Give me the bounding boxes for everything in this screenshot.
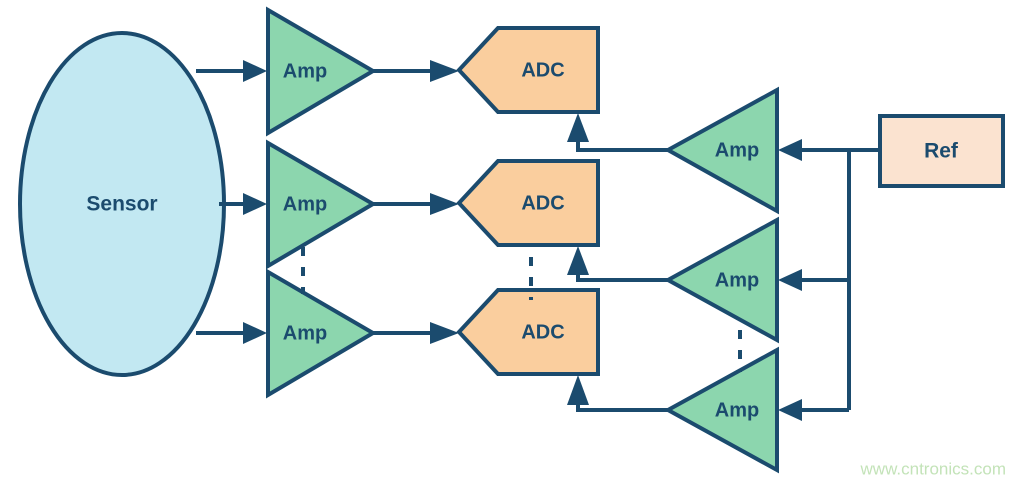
adc-label: ADC [521,321,564,343]
input-amp-triangle[interactable] [266,268,377,399]
sensor-to-amp-wires [196,60,267,344]
ref-amp-label: Amp [715,269,759,291]
input-amp-label: Amp [283,60,327,82]
input-amp-label: Amp [283,322,327,344]
wire-amp-adc-2 [371,193,459,215]
adc-3[interactable]: ADC [456,288,600,376]
sensor-label: Sensor [86,193,157,216]
adc-pentagon[interactable] [456,288,600,376]
arrow-head-icon [430,60,459,82]
sensor-node[interactable]: Sensor [18,31,226,377]
ref-amp-label: Amp [715,139,759,161]
watermark-text: www.cntronics.com [860,459,1006,478]
ref-distribution-bus [778,139,878,421]
arrow-head-icon [243,193,267,215]
ref-amp-3[interactable]: Amp [663,346,779,474]
ref-amp-triangle[interactable] [663,346,779,474]
adc-pentagon[interactable] [456,159,600,247]
arrow-head-icon [567,246,589,275]
arrow-head-icon [778,139,802,161]
adc-pentagon[interactable] [456,26,600,114]
wire-refamp-adc-1 [567,113,668,152]
adc-label: ADC [521,192,564,214]
adc-2[interactable]: ADC [456,159,600,247]
input-amp-3[interactable]: Amp [266,268,377,399]
wire-amp-adc-3 [371,322,459,344]
arrow-head-icon [778,399,802,421]
arrow-head-icon [430,322,459,344]
wire-refamp-adc-3 [567,375,668,412]
arrow-head-icon [430,193,459,215]
input-amp-triangle[interactable] [266,6,377,137]
input-amp-2[interactable]: Amp [266,139,377,270]
ref-amp-triangle[interactable] [663,216,779,344]
ref-amp-triangle[interactable] [663,86,779,215]
refamp-to-adc-wires [567,113,668,412]
reference-node[interactable]: Ref [878,114,1005,188]
arrow-head-icon [243,322,267,344]
arrow-head-icon [243,60,267,82]
ref-rectangle[interactable] [878,114,1005,188]
wire-sensor-amp-1 [196,60,267,82]
input-amp-1[interactable]: Amp [266,6,377,137]
ref-label: Ref [924,140,959,163]
arrow-head-icon [567,113,589,142]
adc-label: ADC [521,59,564,81]
wire-sensor-amp-2 [219,193,267,215]
adc-1[interactable]: ADC [456,26,600,114]
ref-amp-2[interactable]: Amp [663,216,779,344]
amp-to-adc-wires [371,60,459,344]
wire-refamp-adc-2 [567,246,668,282]
ref-amp-label: Amp [715,399,759,421]
arrow-head-icon [778,269,802,291]
wire-amp-adc-1 [371,60,459,82]
arrow-head-icon [567,375,589,405]
ref-amp-1[interactable]: Amp [663,86,779,215]
input-amp-label: Amp [283,193,327,215]
wire-sensor-amp-3 [196,322,267,344]
input-amp-triangle[interactable] [266,139,377,270]
